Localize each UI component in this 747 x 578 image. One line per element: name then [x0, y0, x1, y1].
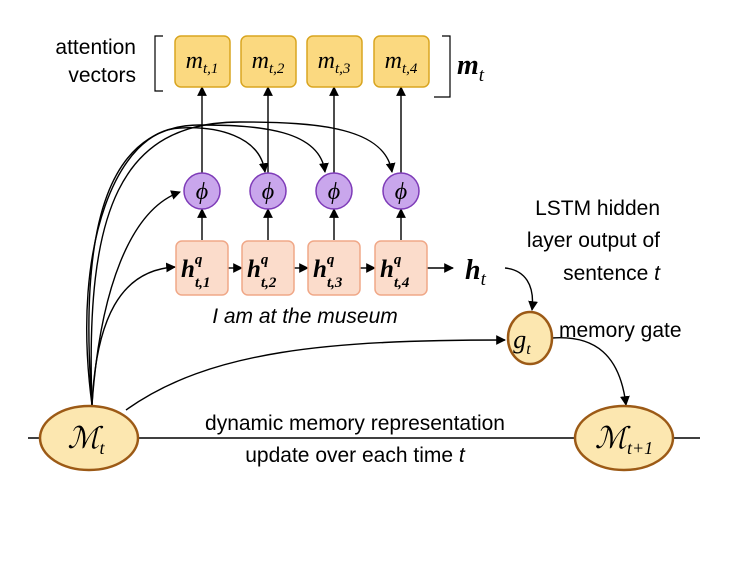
attention-box: mt,2	[240, 35, 297, 88]
svg-text:t,1: t,1	[195, 275, 210, 291]
gate-to-memory-arrow	[551, 337, 630, 406]
attention-label-line2: vectors	[68, 64, 136, 87]
vertical-arrows	[197, 86, 406, 240]
dynamic-memory-label-line1: dynamic memory representation	[205, 412, 505, 435]
svg-text:t,3: t,3	[327, 275, 343, 291]
svg-text:ℳt+1: ℳt+1	[595, 422, 653, 458]
lstm-label-line2: layer output of	[527, 229, 660, 252]
hidden-box: hq t,3	[307, 240, 361, 296]
svg-text:t,4: t,4	[394, 275, 410, 291]
svg-text:ϕ: ϕ	[196, 179, 208, 205]
dynamic-memory-label-line2: update over each time t	[245, 444, 466, 467]
attention-box: mt,3	[306, 35, 363, 88]
svg-text:mt,2: mt,2	[252, 48, 285, 77]
svg-text:ϕ: ϕ	[262, 179, 274, 205]
attention-boxes: mt,1 mt,2 mt,3 mt,4	[174, 35, 430, 88]
svg-text:hq: hq	[181, 252, 203, 283]
phi-nodes: ϕ ϕ ϕ ϕ	[183, 172, 420, 210]
svg-text:mt,3: mt,3	[318, 48, 351, 77]
svg-text:gt: gt	[513, 325, 531, 358]
svg-text:mt,1: mt,1	[186, 48, 219, 77]
svg-text:mt,4: mt,4	[385, 48, 418, 77]
svg-text:ϕ: ϕ	[328, 179, 340, 205]
right-bracket	[434, 35, 451, 98]
phi-node: ϕ	[315, 172, 353, 210]
hidden-box: hq t,1	[175, 240, 229, 296]
svg-text:hq: hq	[247, 252, 269, 283]
svg-text:ℳt: ℳt	[67, 422, 105, 458]
svg-text:hq: hq	[313, 252, 335, 283]
phi-node: ϕ	[382, 172, 420, 210]
lstm-label-line3: sentence t	[563, 262, 661, 285]
m-vector-label: mt	[457, 50, 485, 86]
phi-node: ϕ	[249, 172, 287, 210]
sentence-label: I am at the museum	[212, 305, 398, 328]
hidden-boxes: hq t,1 hq t,2 hq t,3 hq t,4	[175, 240, 428, 296]
attention-box: mt,4	[373, 35, 430, 88]
hidden-box: hq t,4	[374, 240, 428, 296]
svg-text:hq: hq	[380, 252, 402, 283]
attention-label-line1: attention	[55, 36, 136, 59]
memory-gate-node: gt	[506, 310, 554, 366]
memory-gate-label: memory gate	[559, 319, 682, 342]
memory-node-current: ℳt	[38, 404, 140, 472]
h-t-label: ht	[465, 255, 487, 290]
hidden-box: hq t,2	[241, 240, 295, 296]
lstm-label-line1: LSTM hidden	[535, 197, 660, 220]
phi-node: ϕ	[183, 172, 221, 210]
left-bracket	[154, 35, 163, 92]
svg-text:t,2: t,2	[261, 275, 277, 291]
svg-text:ϕ: ϕ	[395, 179, 407, 205]
memory-node-next: ℳt+1	[573, 404, 675, 472]
attention-box: mt,1	[174, 35, 231, 88]
lstm-to-gate-arrow	[504, 267, 538, 311]
memory-connectors	[86, 121, 506, 411]
